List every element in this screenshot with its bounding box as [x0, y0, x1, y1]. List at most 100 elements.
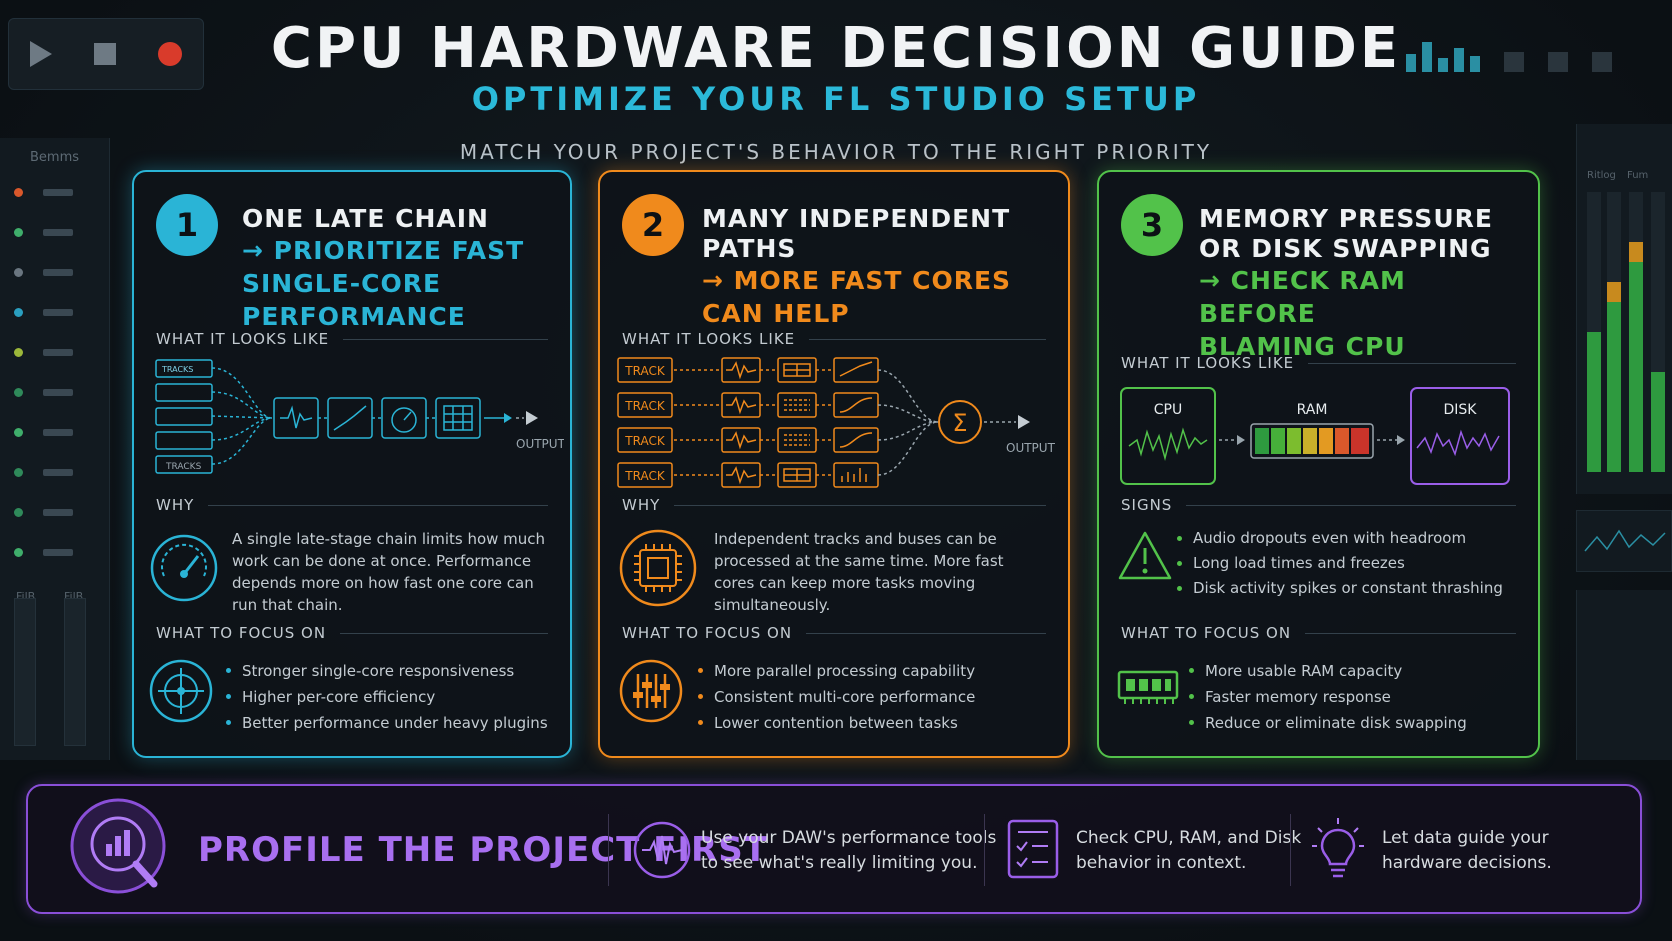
rack-row: [14, 302, 100, 322]
checklist-icon: [1007, 819, 1059, 879]
banner-text-line: to see what's really limiting you.: [701, 853, 978, 873]
card-heading-line: MEMORY PRESSURE: [1199, 204, 1493, 233]
waveform-icon: [633, 821, 691, 879]
rack-bar: [43, 268, 73, 276]
list-item: More usable RAM capacity: [1189, 658, 1467, 684]
list-item: Consistent multi-core performance: [698, 684, 975, 710]
cpu-label: CPU: [1154, 402, 1182, 418]
rack-led-icon: [14, 387, 23, 397]
rack-row: [14, 542, 100, 562]
section-label: WHAT IT LOOKS LIKE: [622, 330, 1046, 348]
banner-text-line: Check CPU, RAM, and Disk: [1076, 828, 1302, 848]
rack-title: Bemms: [29, 150, 80, 165]
card-heading: MEMORY PRESSURE OR DISK SWAPPING → CHECK…: [1199, 204, 1524, 363]
card-accent-line: → MORE FAST CORES: [702, 266, 1012, 295]
mixer-meters-deco: Ritlog Fum: [1576, 124, 1672, 494]
ram-label: RAM: [1297, 402, 1328, 418]
track-label: TRACK: [624, 364, 666, 378]
rack-bar: [43, 428, 73, 436]
rack-led-icon: [14, 507, 23, 517]
focus-list: More usable RAM capacity Faster memory r…: [1189, 658, 1467, 736]
divider: [984, 814, 985, 886]
list-item: Lower contention between tasks: [698, 710, 975, 736]
meter-fill: [1629, 242, 1643, 472]
rack-row: [14, 462, 100, 482]
window-button-icon[interactable]: [1504, 52, 1524, 72]
card-heading: MANY INDEPENDENT PATHS → MORE FAST CORES…: [702, 204, 1054, 330]
rack-bar: [43, 228, 73, 236]
banner-text: Check CPU, RAM, and Disk behavior in con…: [1076, 826, 1301, 876]
banner-text: Let data guide your hardware decisions.: [1382, 826, 1552, 876]
section-label: WHY: [622, 496, 1046, 514]
page-tagline: MATCH YOUR PROJECT'S BEHAVIOR TO THE RIG…: [459, 140, 1213, 164]
banner-text-line: behavior in context.: [1076, 853, 1247, 873]
rack-bar: [43, 548, 73, 556]
diagram-label: TRACKS: [161, 365, 193, 374]
card-accent-line: → PRIORITIZE FAST: [242, 236, 525, 265]
page-subtitle: OPTIMIZE YOUR FL STUDIO SETUP: [471, 80, 1201, 118]
rack-row: [14, 382, 100, 402]
track-label: TRACK: [624, 469, 666, 483]
fader[interactable]: [64, 598, 86, 746]
rack-bar: [43, 308, 73, 316]
rack-bar: [43, 508, 73, 516]
rack-row: [14, 222, 100, 242]
card-number: 3: [1121, 194, 1183, 256]
rack-row: [14, 182, 100, 202]
window-button-icon[interactable]: [1592, 52, 1612, 72]
section-label: WHAT TO FOCUS ON: [1121, 624, 1516, 642]
card-single-core: 1 ONE LATE CHAIN → PRIORITIZE FAST SINGL…: [132, 170, 572, 758]
rack-led-icon: [14, 227, 23, 237]
memory-diagram: CPU RAM DISK: [1120, 387, 1510, 485]
rack-row: [14, 342, 100, 362]
card-heading-line: OR DISK SWAPPING: [1199, 234, 1492, 263]
list-item: Reduce or eliminate disk swapping: [1189, 710, 1467, 736]
magnifier-chart-icon: [70, 798, 166, 894]
window-button-icon[interactable]: [1548, 52, 1568, 72]
card-memory-pressure: 3 MEMORY PRESSURE OR DISK SWAPPING → CHE…: [1097, 170, 1540, 758]
sum-symbol: Σ: [952, 409, 967, 437]
card-accent-line: → CHECK RAM BEFORE: [1199, 266, 1406, 328]
why-text: A single late-stage chain limits how muc…: [232, 530, 546, 614]
rack-bar: [43, 388, 73, 396]
fader[interactable]: [14, 598, 36, 746]
meter-bar: [1454, 48, 1464, 72]
banner-text-line: hardware decisions.: [1382, 853, 1552, 873]
meter-label: Fum: [1627, 170, 1649, 181]
section-label: WHY: [156, 496, 548, 514]
card-number: 2: [622, 194, 684, 256]
play-icon[interactable]: [30, 41, 52, 67]
rack-led-icon: [14, 347, 23, 357]
diagram-output-label: OUTPUT: [516, 437, 564, 451]
rack-bar: [43, 468, 73, 476]
meter-label: Ritlog: [1587, 170, 1616, 181]
list-item: Stronger single-core responsiveness: [226, 658, 548, 684]
card-number: 1: [156, 194, 218, 256]
list-item: Disk activity spikes or constant thrashi…: [1177, 576, 1503, 601]
rack-bar: [43, 348, 73, 356]
scope-deco: [1576, 510, 1672, 572]
meter-fill: [1587, 332, 1601, 472]
list-item: Better performance under heavy plugins: [226, 710, 548, 736]
section-label: WHAT IT LOOKS LIKE: [156, 330, 548, 348]
list-item: Higher per-core efficiency: [226, 684, 548, 710]
record-icon[interactable]: [158, 42, 182, 66]
ram-module-icon: [1117, 670, 1179, 704]
rack-led-icon: [14, 547, 23, 557]
level-meter: [1629, 192, 1643, 472]
rack-row: [14, 502, 100, 522]
stop-icon[interactable]: [94, 43, 116, 65]
track-label: TRACK: [624, 434, 666, 448]
focus-list: More parallel processing capability Cons…: [698, 658, 975, 736]
meter-fill: [1651, 372, 1665, 472]
card-heading-line: MANY INDEPENDENT PATHS: [702, 204, 1011, 263]
diagram-label: TRACKS: [165, 462, 202, 472]
level-meter: [1587, 192, 1601, 472]
list-item: More parallel processing capability: [698, 658, 975, 684]
rack-led-icon: [14, 467, 23, 477]
rack-led-icon: [14, 187, 23, 197]
lightbulb-icon: [1312, 818, 1364, 878]
card-heading: ONE LATE CHAIN → PRIORITIZE FAST SINGLE-…: [242, 204, 556, 333]
rack-row: [14, 262, 100, 282]
rack-bar: [43, 188, 73, 196]
